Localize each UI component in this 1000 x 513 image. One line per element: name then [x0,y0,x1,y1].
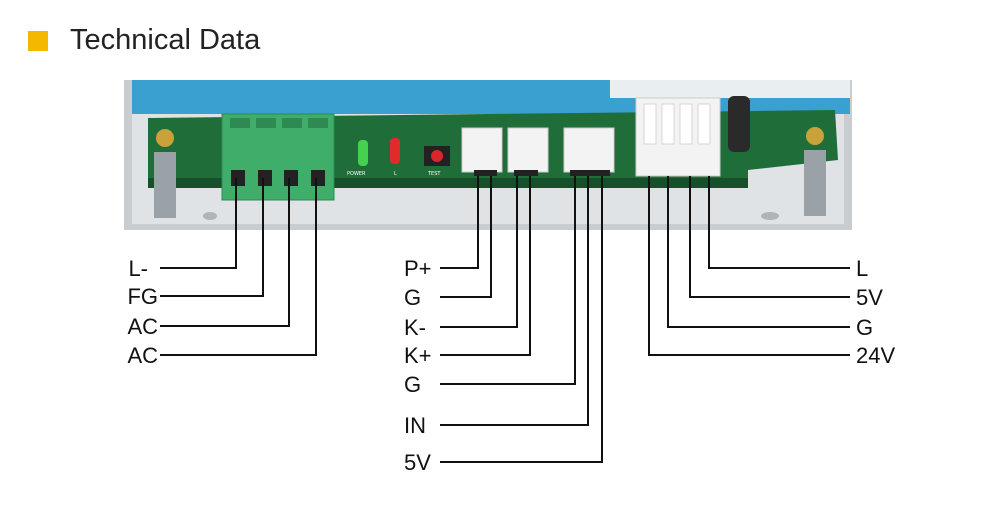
standoff-right [804,150,826,216]
board-label-l: L [394,171,397,177]
power-led-icon [358,140,368,166]
label-g-2: G [404,372,421,397]
power-pin-1 [643,103,657,145]
title-marker-icon [28,31,48,51]
board-label-test: TEST [427,171,441,177]
leader-g-right [667,176,850,328]
leader-fg [160,178,264,297]
leader-k-plus [440,176,531,356]
leader-ac-2 [160,178,317,356]
terminal-screw-3 [282,118,302,128]
leader-5v-mid [440,176,603,463]
standoff-left [154,152,176,218]
screw-left-icon [156,129,174,147]
pin-g1 [487,170,497,176]
leader-in [440,176,589,426]
label-ac-1: AC [127,314,158,339]
connector-p-g [461,127,503,173]
terminal-screw-2 [256,118,276,128]
leader-24v [648,176,850,356]
label-l: L [856,256,868,281]
label-k-plus: K+ [404,343,432,368]
test-button-cap [431,150,443,162]
board-label-power: POWER [347,171,366,177]
screw-right-icon [806,127,824,145]
label-k-minus: K- [404,315,426,340]
capacitor-icon [728,96,750,152]
leader-k-minus [440,176,518,328]
label-fg: FG [127,284,158,309]
plate-hole-right [761,212,779,220]
terminal-hole-4 [311,170,325,186]
leader-l-minus [160,178,237,269]
pcb-edge [148,178,748,188]
leader-lines [160,176,850,463]
leader-p-plus [440,176,479,269]
label-p-plus: P+ [404,256,432,281]
laser-led-icon [390,138,400,164]
pin-k [514,170,538,176]
terminal-hole-1 [231,170,245,186]
terminal-hole-2 [258,170,272,186]
leader-ac-1 [160,178,290,327]
label-ac-2: AC [127,343,158,368]
terminal-screw-4 [308,118,328,128]
power-pin-3 [679,103,693,145]
label-in: IN [404,413,426,438]
terminal-hole-3 [284,170,298,186]
leader-l [708,176,850,269]
label-5v-right: 5V [856,285,883,310]
label-24v: 24V [856,343,895,368]
connector-k [507,127,549,173]
pin-g-in-5v [570,170,610,176]
label-5v-mid: 5V [404,450,431,475]
leader-g-2 [440,176,576,385]
terminal-screw-1 [230,118,250,128]
page-title: Technical Data [70,24,261,56]
leader-g-1 [440,176,492,298]
leader-5v-right [689,176,850,298]
pin-p [474,170,488,176]
cover-cutout [610,80,850,98]
label-l-minus: L- [128,256,148,281]
power-pin-4 [697,103,711,145]
label-g-right: G [856,315,873,340]
label-g-1: G [404,285,421,310]
connector-g-in-5v [563,127,615,173]
plate-hole-left [203,212,217,220]
power-pin-2 [661,103,675,145]
